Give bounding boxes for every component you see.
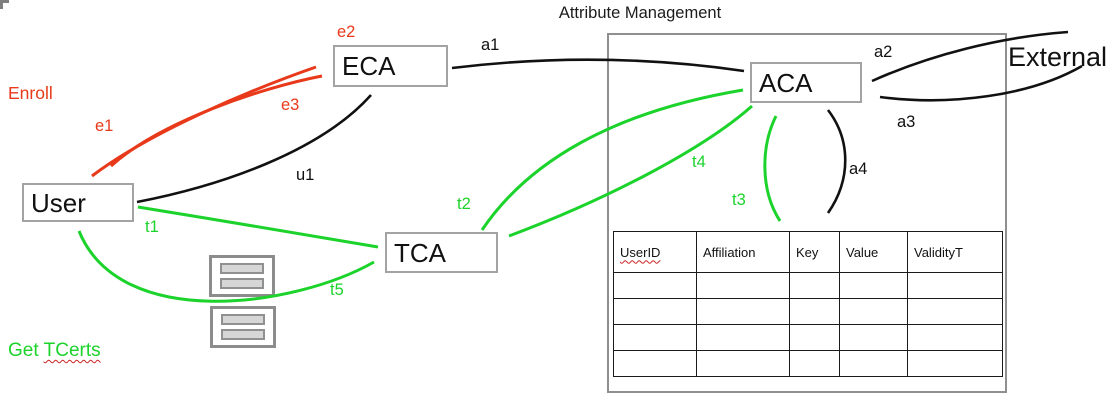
corner-artifact-icon: [0, 0, 9, 9]
node-eca[interactable]: ECA: [333, 45, 448, 87]
edge-label-u1: u1: [296, 166, 315, 184]
edge-label-t3: t3: [732, 191, 746, 209]
tcert-bar-icon: [221, 314, 265, 325]
edge-label-a2: a2: [874, 43, 893, 61]
attribute-table-empty-cell: [907, 272, 1003, 299]
attribute-table-body: [613, 272, 1003, 377]
edge-label-e1: e1: [95, 117, 114, 135]
attribute-table-empty-cell: [789, 272, 840, 299]
edge-label-e2: e2: [337, 23, 356, 41]
edge-label-t4: t4: [692, 153, 706, 171]
arrow-eca-to-user: [109, 74, 323, 168]
tcert-icon: [210, 306, 276, 348]
attribute-table-empty-cell: [789, 298, 840, 325]
tcert-bar-icon: [221, 329, 265, 340]
arrow-u1-user-to-eca: [136, 94, 372, 204]
attribute-table-empty-cell: [696, 350, 790, 377]
attribute-table: UserID Affiliation Key Value ValidityT: [613, 231, 1003, 377]
get-tcerts-prefix: Get: [8, 340, 39, 361]
tcert-bar-icon: [220, 278, 264, 289]
attribute-table-empty-cell: [696, 272, 790, 299]
node-eca-label: ECA: [342, 51, 396, 81]
attribute-table-empty-row: [613, 272, 1003, 299]
attribute-table-empty-cell: [907, 350, 1003, 377]
attribute-table-empty-cell: [839, 298, 908, 325]
node-tca[interactable]: TCA: [385, 232, 498, 273]
get-tcerts-word: TCerts: [43, 340, 101, 361]
attribute-table-empty-cell: [907, 324, 1003, 351]
arrow-t1-user-to-tca: [137, 205, 379, 249]
attribute-table-empty-row: [613, 350, 1003, 377]
attribute-table-empty-cell: [839, 272, 908, 299]
node-user[interactable]: User: [22, 183, 134, 222]
node-external-label: External: [1008, 42, 1108, 72]
node-tca-label: TCA: [394, 237, 446, 268]
enroll-annotation: Enroll: [8, 83, 53, 103]
tcert-icon: [209, 255, 275, 297]
attribute-table-empty-row: [613, 324, 1003, 351]
node-aca[interactable]: ACA: [750, 62, 862, 103]
attribute-table-empty-cell: [696, 324, 790, 351]
attribute-table-empty-cell: [613, 298, 697, 325]
attribute-table-empty-cell: [789, 350, 840, 377]
col-header-userid: UserID: [613, 231, 697, 273]
edge-label-e3: e3: [281, 96, 300, 114]
node-aca-label: ACA: [759, 67, 813, 98]
edge-label-a1: a1: [481, 36, 500, 54]
attribute-table-empty-cell: [839, 324, 908, 351]
edge-label-a4: a4: [849, 160, 868, 178]
edge-label-t2: t2: [457, 195, 471, 213]
col-header-value: Value: [839, 231, 908, 273]
edge-label-t1: t1: [145, 218, 159, 236]
col-header-key: Key: [789, 231, 840, 273]
attribute-table-empty-cell: [613, 272, 697, 299]
attribute-table-header-row: UserID Affiliation Key Value ValidityT: [613, 231, 1003, 273]
attribute-table-empty-cell: [696, 298, 790, 325]
attribute-table-empty-cell: [839, 350, 908, 377]
node-user-label: User: [31, 187, 86, 218]
edge-label-a3: a3: [897, 113, 916, 131]
attribute-management-title: Attribute Management: [558, 4, 722, 22]
attribute-table-empty-cell: [613, 350, 697, 377]
attribute-table-empty-cell: [789, 324, 840, 351]
arrow-user-to-eca: [91, 65, 317, 178]
attribute-table-empty-cell: [907, 298, 1003, 325]
edge-label-t5: t5: [330, 281, 344, 299]
col-header-affiliation: Affiliation: [696, 231, 790, 273]
col-header-validityt: ValidityT: [907, 231, 1003, 273]
attribute-table-empty-row: [613, 298, 1003, 325]
tcert-bar-icon: [220, 263, 264, 274]
attribute-table-empty-cell: [613, 324, 697, 351]
